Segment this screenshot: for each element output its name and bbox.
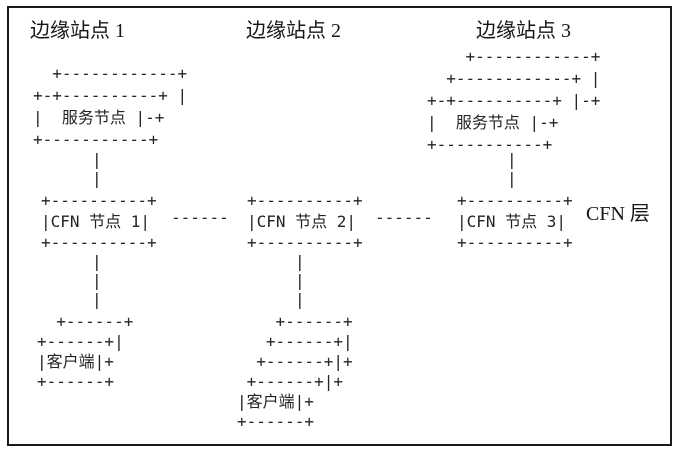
- link-cfn2-to-cfn3: ------: [375, 208, 433, 227]
- link-cfn-to-client-site2: | | |: [295, 252, 305, 309]
- client-stack-site1: +------+ +------+| |客户端|+ +------+: [37, 312, 134, 391]
- edge-site-1-label: 边缘站点 1: [30, 20, 125, 42]
- link-service-to-cfn-site1: | |: [92, 150, 102, 188]
- edge-site-3-label: 边缘站点 3: [476, 20, 571, 42]
- cfn-node-2-box: +----------+ |CFN 节点 2| +----------+: [247, 191, 363, 252]
- link-cfn1-to-cfn2: ------: [171, 208, 229, 227]
- edge-site-2-label: 边缘站点 2: [246, 20, 341, 42]
- cfn-node-1-box: +----------+ |CFN 节点 1| +----------+: [41, 191, 157, 252]
- diagram-frame: [7, 6, 672, 446]
- cfn-node-3-box: +----------+ |CFN 节点 3| +----------+: [457, 191, 573, 252]
- service-node-stack-site1: +------------+ +-+----------+ | | 服务节点 |…: [33, 64, 188, 149]
- link-service-to-cfn-site3: | |: [507, 150, 517, 188]
- service-node-stack-site3: +------------+ +------------+ | +-+-----…: [427, 47, 601, 154]
- link-cfn-to-client-site1: | | |: [92, 252, 102, 309]
- cfn-layer-label: CFN 层: [586, 203, 650, 225]
- client-stack-site2: +------+ +------+| +------+|+ +------+|+…: [237, 312, 353, 431]
